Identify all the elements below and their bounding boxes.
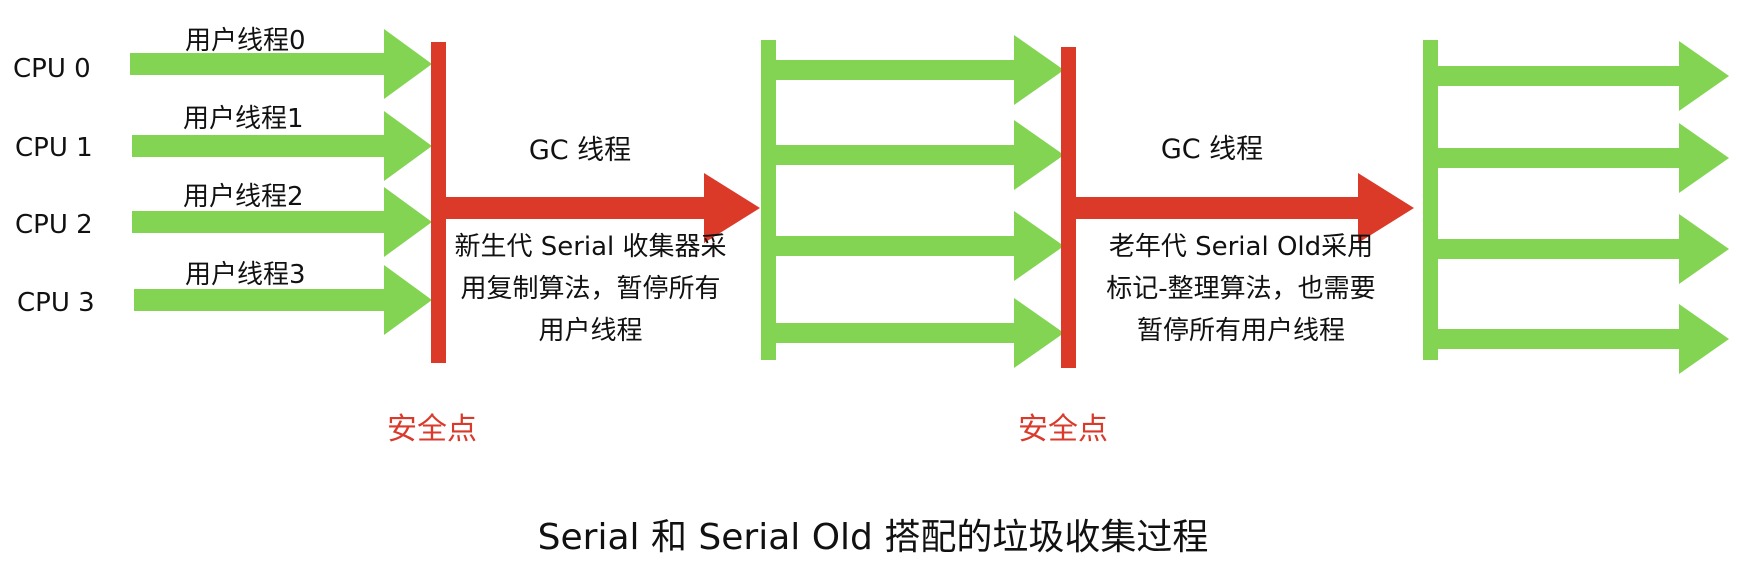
user-thread-arrow-s2-1 <box>770 120 1064 190</box>
user-thread-arrow-s1-1 <box>132 111 432 181</box>
arrow-layer <box>130 29 1729 374</box>
user-thread-arrow-s2-3 <box>770 298 1064 368</box>
safepoint-label-2: 安全点 <box>1018 412 1108 447</box>
resume-bar-s2 <box>761 40 776 360</box>
user-thread-label-2: 用户线程2 <box>183 182 304 212</box>
user-thread-arrow-s3-2 <box>1432 214 1729 284</box>
user-thread-arrow-s1-2 <box>132 187 432 257</box>
cpu-label-1: CPU 1 <box>15 133 93 163</box>
gc-thread-label-2: GC 线程 <box>1160 134 1264 165</box>
user-thread-arrow-s3-1 <box>1432 123 1729 193</box>
user-thread-label-1: 用户线程1 <box>183 104 304 134</box>
gc-thread-label-1: GC 线程 <box>528 135 632 166</box>
user-thread-arrow-s2-2 <box>770 211 1064 281</box>
user-thread-arrow-s2-0 <box>770 35 1064 105</box>
gc-description-2: 老年代 Serial Old采用标记-整理算法，也需要暂停所有用户线程 <box>1106 232 1376 346</box>
cpu-label-3: CPU 3 <box>17 288 95 318</box>
user-thread-arrow-s1-0 <box>130 29 432 99</box>
user-thread-arrow-s3-3 <box>1432 304 1729 374</box>
safepoint-bar-1 <box>431 42 446 363</box>
safepoint-bar-2 <box>1061 47 1076 368</box>
user-thread-label-3: 用户线程3 <box>185 260 306 290</box>
user-thread-arrow-s1-3 <box>134 265 432 335</box>
cpu-label-0: CPU 0 <box>13 54 91 84</box>
user-thread-label-0: 用户线程0 <box>185 26 306 56</box>
cpu-label-2: CPU 2 <box>15 210 93 240</box>
diagram-caption: Serial 和 Serial Old 搭配的垃圾收集过程 <box>537 517 1209 558</box>
safepoint-label-1: 安全点 <box>387 412 477 447</box>
gc-thread-arrow-2 <box>1076 173 1414 243</box>
resume-bar-s3 <box>1423 40 1438 360</box>
gc-thread-arrow-1 <box>446 173 760 243</box>
user-thread-arrow-s3-0 <box>1432 41 1729 111</box>
gc-description-1: 新生代 Serial 收集器采用复制算法，暂停所有用户线程 <box>454 232 727 346</box>
